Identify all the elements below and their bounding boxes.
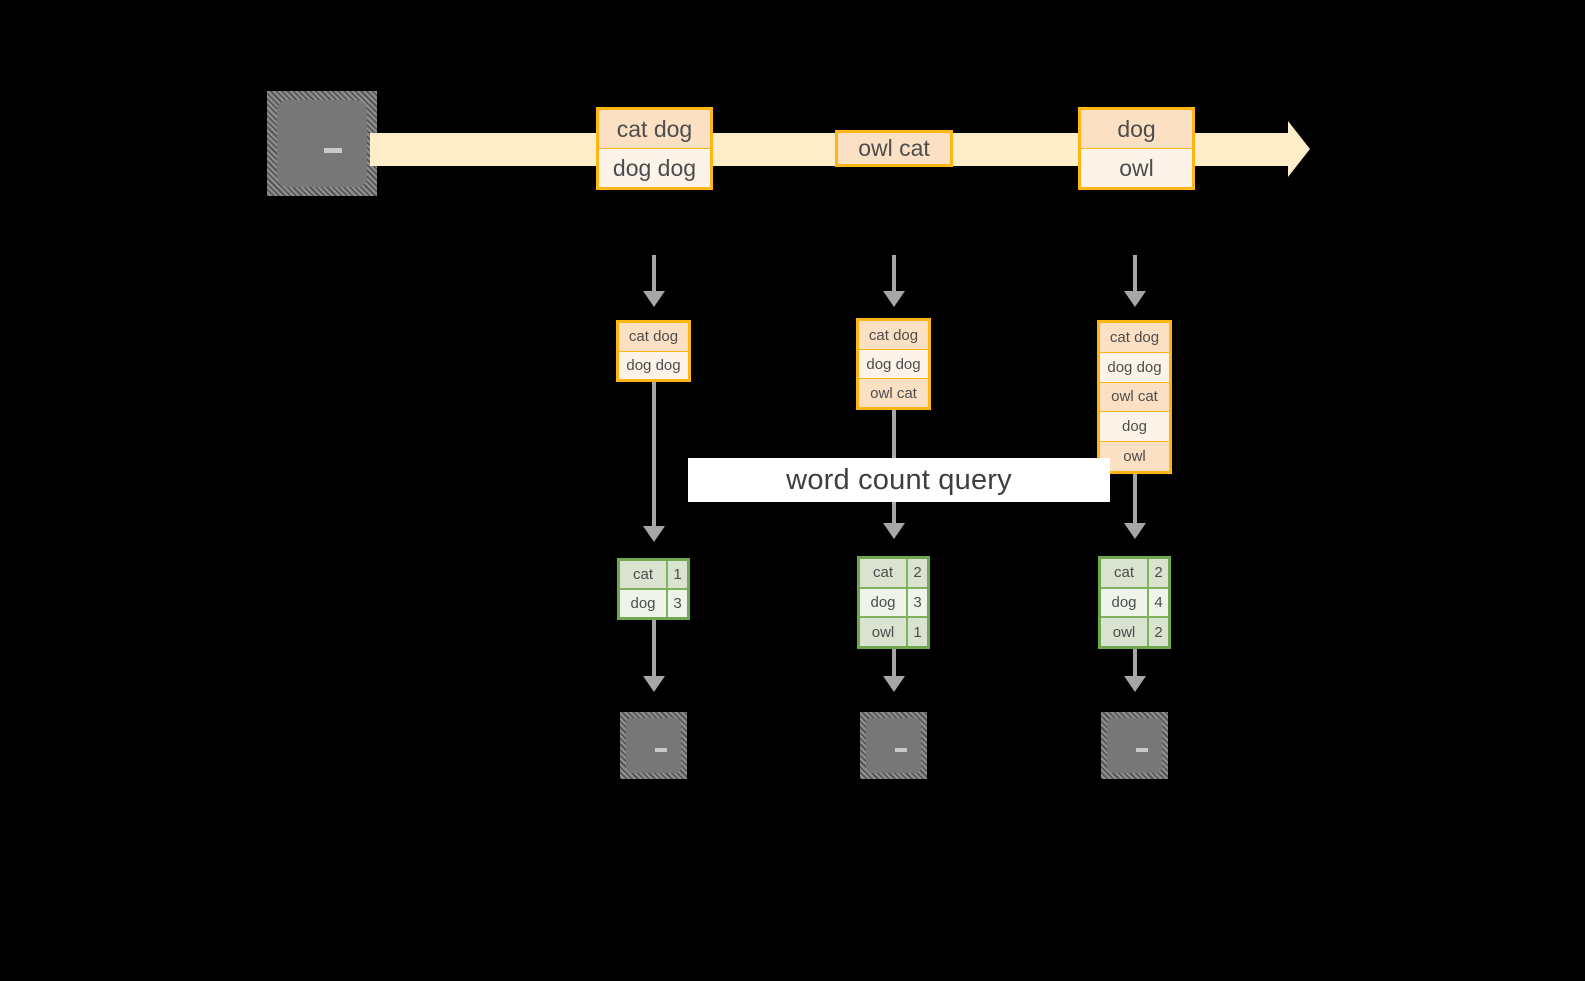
snapshot-tap-arrowhead-icon-1 [643, 291, 665, 307]
result-word: cat [1101, 559, 1149, 587]
stream-record-group-1: cat dog dog dog [596, 107, 713, 190]
snapshot-tap-line-3 [1133, 255, 1137, 293]
prompt-cursor-icon [655, 748, 667, 752]
input-row: dog dog [619, 350, 688, 379]
result-word: dog [1101, 588, 1149, 617]
query-connector-1 [652, 382, 656, 528]
result-count: 2 [1154, 623, 1163, 641]
result-count: 2 [1154, 564, 1163, 582]
snapshot-tap-arrowhead-icon-2 [883, 291, 905, 307]
input-row: dog dog [859, 349, 928, 378]
prompt-chevron-icon [637, 732, 650, 752]
result-word: dog [620, 590, 668, 617]
snapshot-input-table-3: cat dog dog dog owl cat dog owl [1097, 320, 1172, 474]
prompt-chevron-icon [1118, 732, 1131, 752]
query-connector-arrowhead-icon-3 [1124, 523, 1146, 539]
input-row: dog dog [1100, 351, 1169, 382]
snapshot-input-table-1: cat dog dog dog [616, 320, 691, 382]
snapshot-input-table-2: cat dog dog dog owl cat [856, 318, 931, 410]
snapshot-tap-arrowhead-icon-3 [1124, 291, 1146, 307]
prompt-cursor-icon [1136, 748, 1148, 752]
sink-terminal-icon-1 [620, 712, 687, 779]
result-word: dog [860, 588, 908, 617]
result-table-1: cat 1 dog 3 [617, 558, 690, 620]
input-row: cat dog [859, 321, 928, 349]
record-line: owl cat [838, 133, 950, 164]
terminal-screen [626, 718, 681, 773]
query-connector-arrowhead-icon-2 [883, 523, 905, 539]
result-row: cat 2 [1101, 559, 1168, 587]
terminal-screen [277, 100, 367, 187]
result-count: 1 [913, 623, 922, 641]
stream-arrowhead-icon [1288, 121, 1310, 177]
sink-terminal-icon-3 [1101, 712, 1168, 779]
input-row: cat dog [1100, 323, 1169, 352]
sink-connector-1 [652, 620, 656, 678]
input-row: owl [1100, 441, 1169, 471]
record-line: dog dog [599, 148, 710, 187]
input-row: cat dog [619, 323, 688, 351]
result-count: 3 [913, 594, 922, 611]
query-connector-3 [1133, 474, 1137, 525]
result-count: 1 [673, 566, 682, 583]
sink-connector-2 [892, 649, 896, 678]
prompt-cursor-icon [895, 748, 907, 752]
input-row: owl cat [859, 378, 928, 407]
snapshot-tap-line-1 [652, 255, 656, 293]
sink-connector-arrowhead-icon-3 [1124, 676, 1146, 692]
record-line: owl [1081, 148, 1192, 187]
result-row: owl 2 [1101, 616, 1168, 647]
result-word: owl [860, 618, 908, 647]
result-word: cat [620, 561, 668, 588]
prompt-chevron-icon [297, 124, 317, 154]
result-row: dog 4 [1101, 586, 1168, 617]
sink-connector-arrowhead-icon-2 [883, 676, 905, 692]
input-row: dog [1100, 411, 1169, 442]
record-line: cat dog [599, 110, 710, 148]
terminal-screen [866, 718, 921, 773]
result-row: dog 3 [620, 588, 687, 617]
stream-record-group-3: dog owl [1078, 107, 1195, 190]
stream-record-group-2: owl cat [835, 130, 953, 167]
sink-terminal-icon-2 [860, 712, 927, 779]
result-count: 3 [673, 595, 682, 612]
source-terminal-icon [267, 91, 377, 196]
result-count: 4 [1154, 594, 1163, 611]
result-word: owl [1101, 618, 1149, 647]
result-count: 2 [913, 564, 922, 582]
query-label-band: word count query [688, 458, 1110, 502]
query-connector-arrowhead-icon-1 [643, 526, 665, 542]
sink-connector-arrowhead-icon-1 [643, 676, 665, 692]
record-line: dog [1081, 110, 1192, 148]
result-table-3: cat 2 dog 4 owl 2 [1098, 556, 1171, 649]
input-row: owl cat [1100, 381, 1169, 412]
snapshot-tap-line-2 [892, 255, 896, 293]
result-row: dog 3 [860, 586, 927, 617]
result-row: owl 1 [860, 616, 927, 647]
prompt-chevron-icon [877, 732, 890, 752]
prompt-cursor-icon [324, 148, 342, 153]
result-word: cat [860, 559, 908, 587]
sink-connector-3 [1133, 649, 1137, 678]
query-label-text: word count query [786, 463, 1012, 496]
result-table-2: cat 2 dog 3 owl 1 [857, 556, 930, 649]
terminal-screen [1107, 718, 1162, 773]
result-row: cat 1 [620, 561, 687, 588]
result-row: cat 2 [860, 559, 927, 587]
